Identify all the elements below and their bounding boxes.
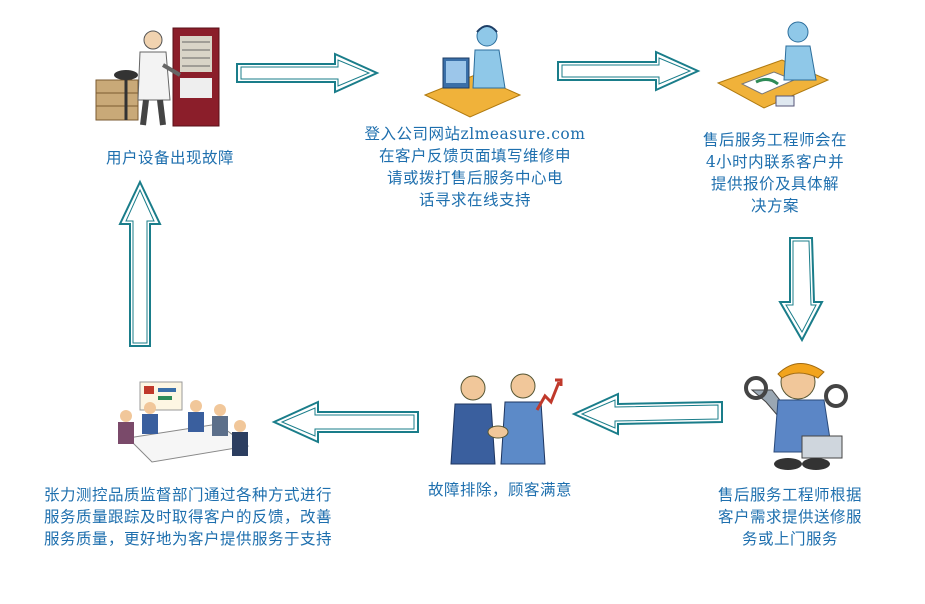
support-agent-icon <box>423 25 522 118</box>
arrow-fault-to-contact <box>236 52 380 94</box>
step-engineer-contact-text: 售后服务工程师会在 4小时内联系客户并 提供报价及具体解 决方案 <box>702 131 847 215</box>
arrow-engineer-to-service <box>778 237 824 343</box>
arrow-service-to-resolved <box>571 392 723 436</box>
step-resolved-text: 故障排除，顾客满意 <box>427 481 572 499</box>
handshake-icon <box>450 373 563 465</box>
step-service-text: 售后服务工程师根据 客户需求提供送修服 务或上门服务 <box>717 486 862 548</box>
engineer-desk-icon <box>716 21 830 109</box>
meeting-icon <box>118 381 250 463</box>
user-at-machine-icon <box>95 27 220 127</box>
arrow-improve-to-fault <box>118 179 162 347</box>
repairman-icon <box>744 363 848 470</box>
step-contact-text: 登入公司网站zlmeasure.com 在客户反馈页面填写维修申 请或拨打售后服… <box>364 125 586 209</box>
step-fault-text: 用户设备出现故障 <box>105 149 234 167</box>
arrow-contact-to-engineer <box>557 50 701 92</box>
arrow-resolved-to-improve <box>271 400 419 444</box>
step-improve-text: 张力测控品质监督部门通过各种方式进行 服务质量跟踪及时取得客户的反馈，改善 服务… <box>44 486 333 548</box>
